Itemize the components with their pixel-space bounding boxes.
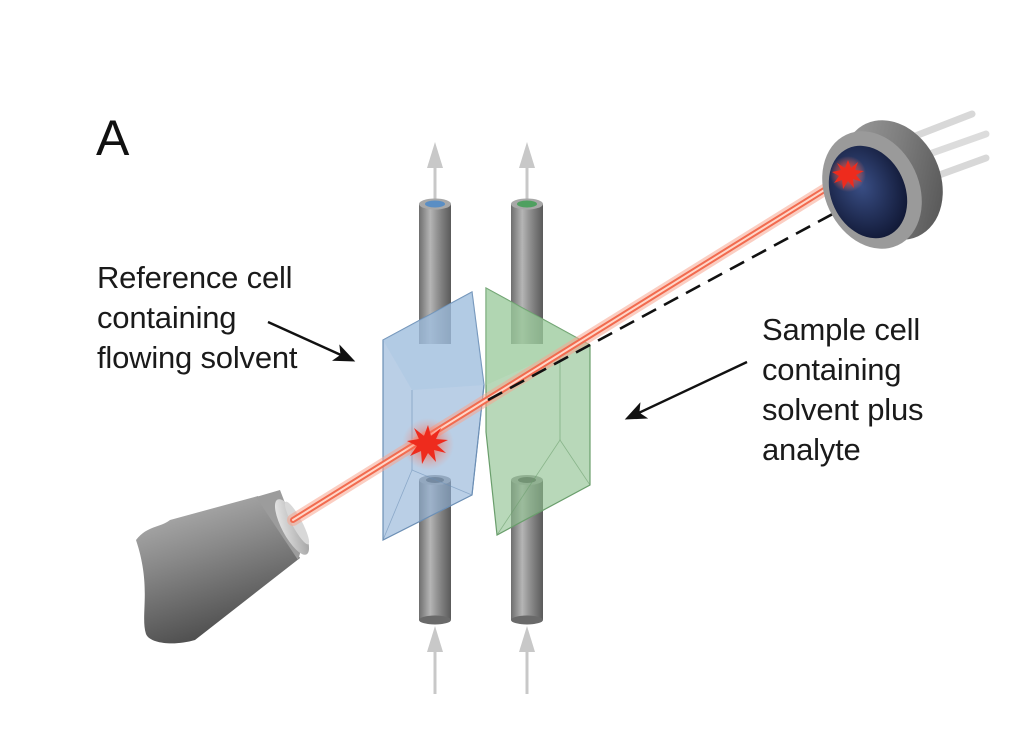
photodetector	[822, 110, 990, 249]
reference-callout-arrow	[267, 320, 356, 362]
sample-cell	[485, 286, 591, 536]
laser-beam	[287, 168, 856, 526]
flow-arrow-reference-bottom	[427, 626, 443, 694]
panel-letter: A	[96, 110, 130, 166]
reference-cell-label: Reference cell containing flowing solven…	[97, 260, 301, 375]
flow-arrow-reference-top	[427, 142, 443, 200]
undeflected-beam-path	[487, 194, 867, 402]
sample-label-line-3: solvent plus	[762, 392, 923, 427]
sample-callout-arrow	[624, 360, 748, 420]
sample-cell-label: Sample cell containing solvent plus anal…	[762, 312, 932, 467]
reference-label-line-3: flowing solvent	[97, 340, 298, 375]
beam-focus-spark	[402, 418, 454, 470]
sample-label-line-1: Sample cell	[762, 312, 920, 347]
flow-arrow-sample-bottom	[519, 626, 535, 694]
light-source	[136, 490, 310, 644]
reference-label-line-1: Reference cell	[97, 260, 292, 295]
sample-label-line-2: containing	[762, 352, 901, 387]
flow-arrow-sample-top	[519, 142, 535, 200]
reference-label-line-2: containing	[97, 300, 236, 335]
sample-label-line-4: analyte	[762, 432, 861, 467]
